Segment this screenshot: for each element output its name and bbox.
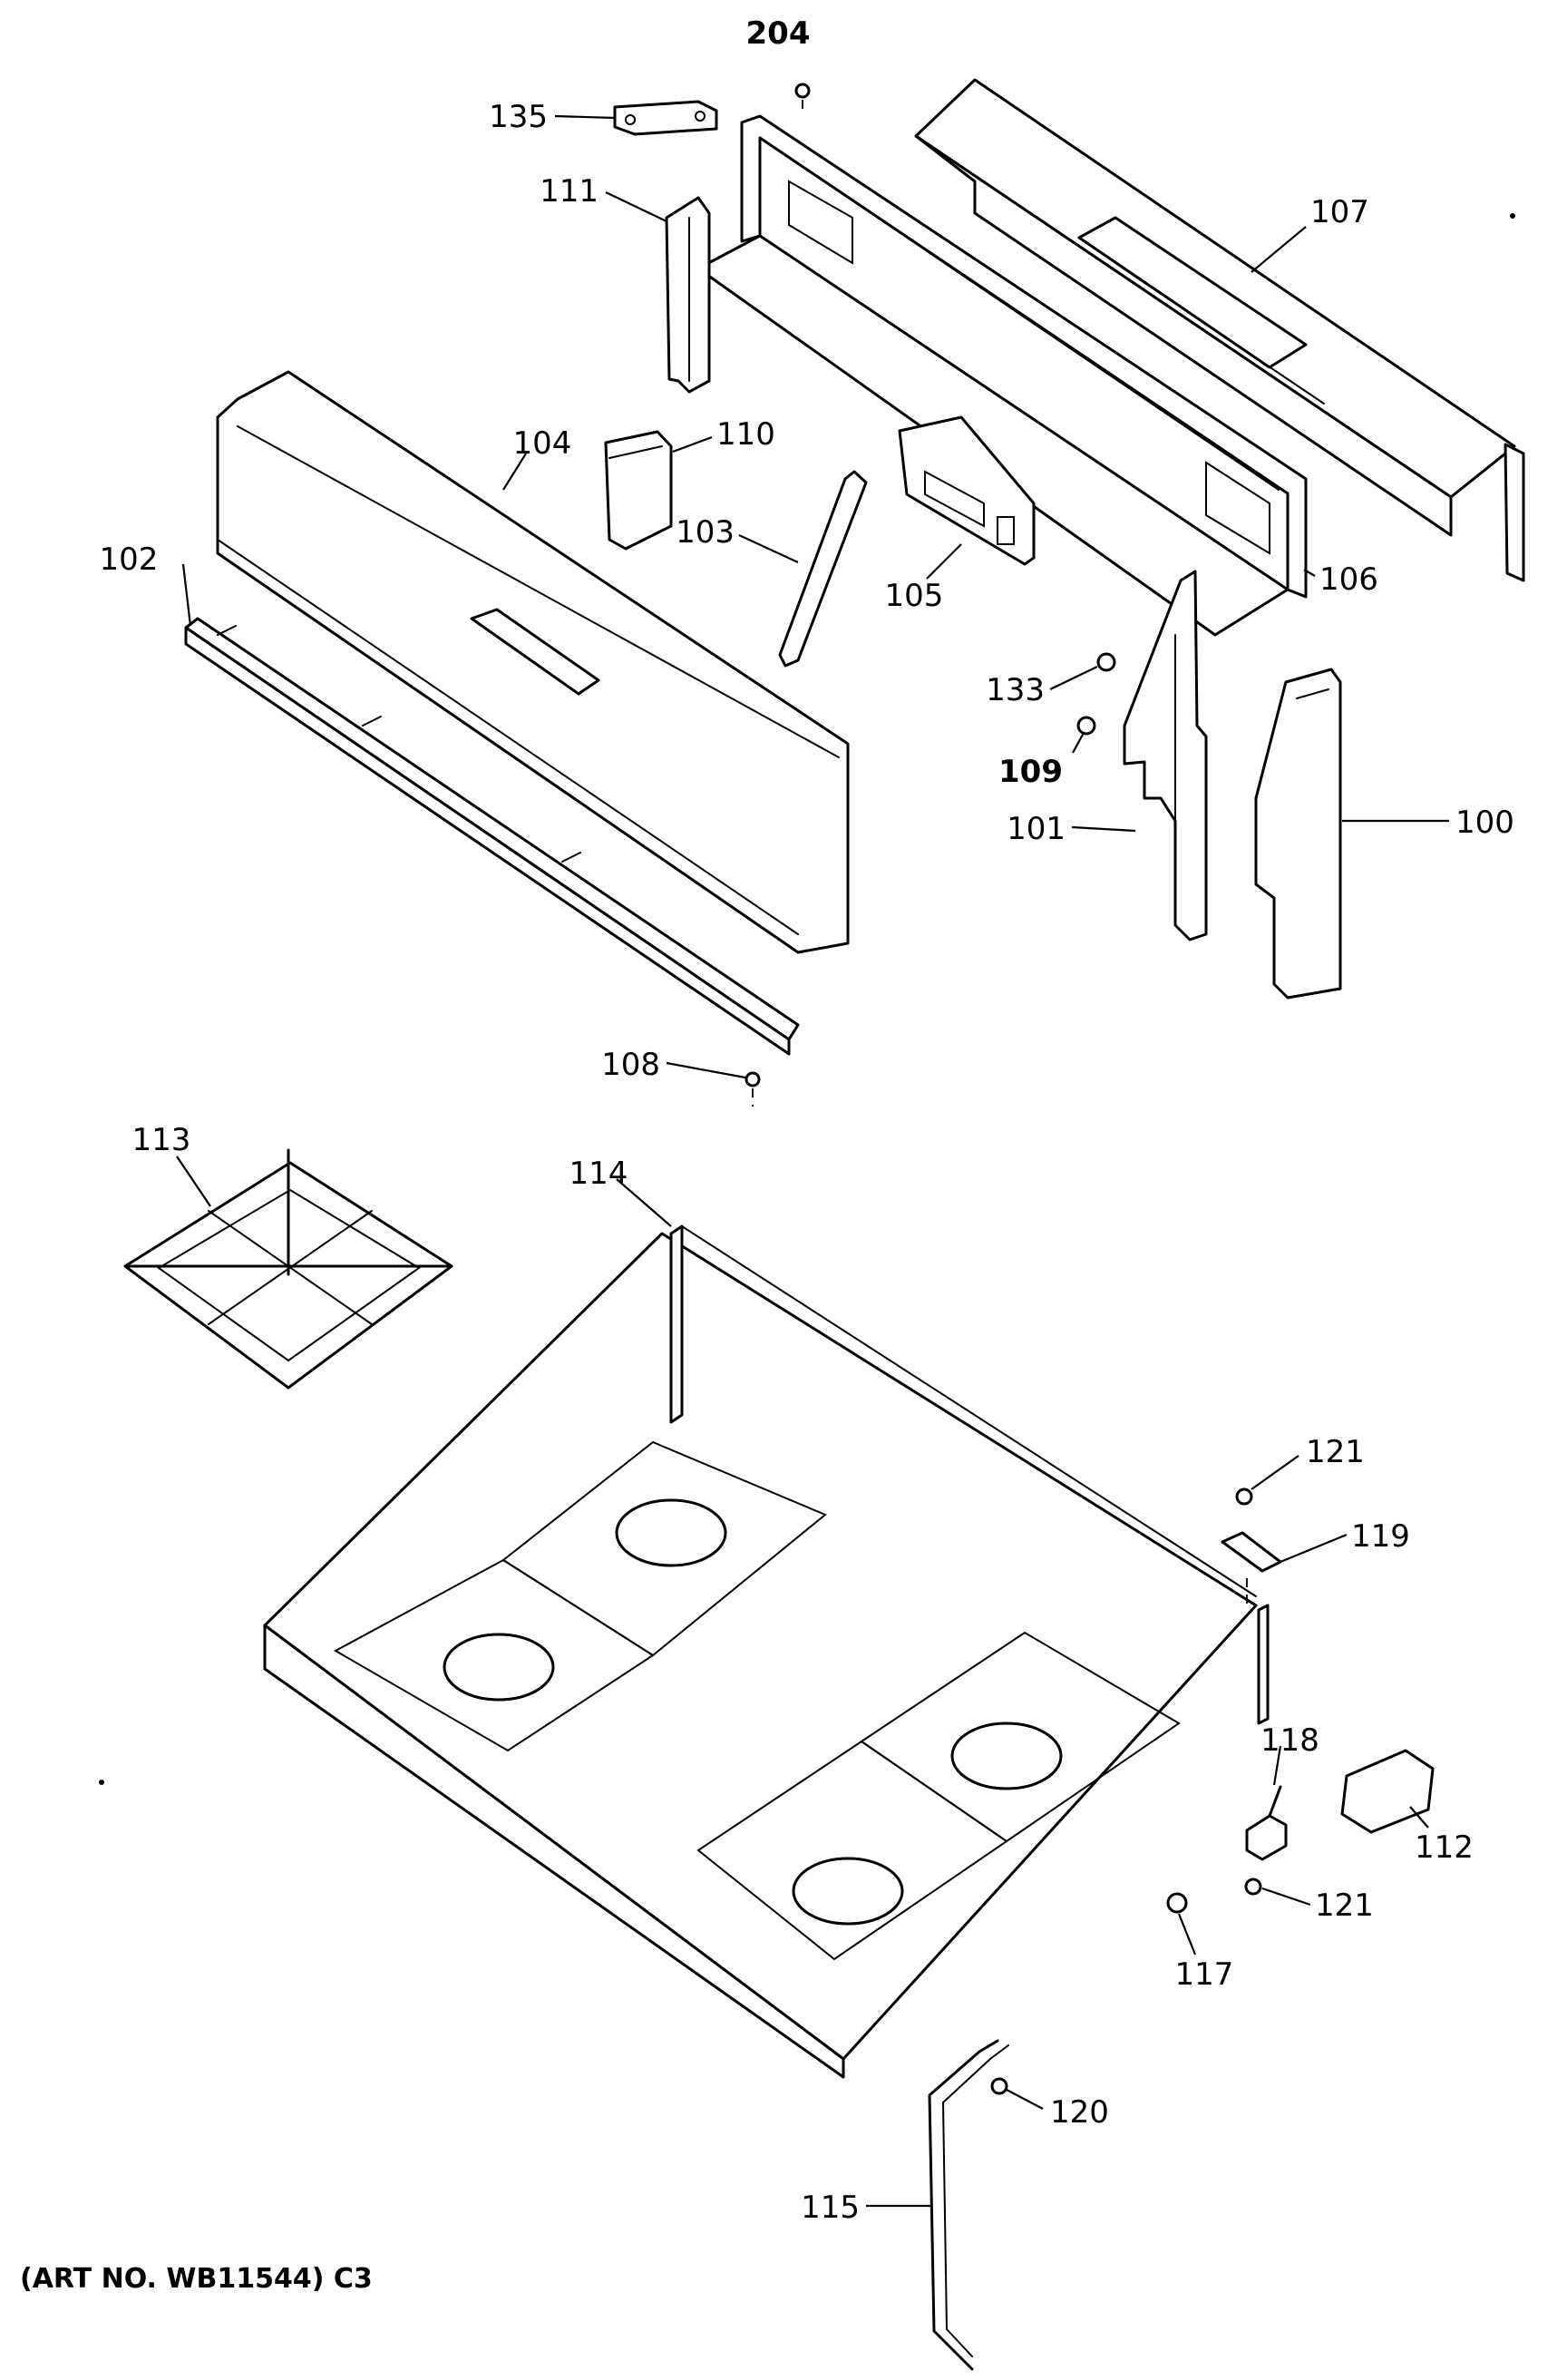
part-120-screw	[990, 2077, 1008, 2095]
part-204-screw	[794, 83, 811, 116]
part-109-nut	[1076, 716, 1096, 736]
part-114-cooktop	[263, 1224, 1270, 2079]
part-117-grommet	[1166, 1892, 1188, 1914]
callout-109: 109	[998, 754, 1063, 790]
part-111-bracket	[665, 196, 711, 394]
leader-lines	[176, 114, 1449, 2208]
callout-114: 114	[569, 1156, 628, 1192]
callout-121-upper: 121	[1306, 1434, 1365, 1470]
part-133-nut	[1096, 652, 1116, 672]
part-102-trim-strip	[184, 617, 800, 1056]
callout-117: 117	[1175, 1956, 1234, 1993]
callout-121-lower: 121	[1315, 1887, 1374, 1924]
callout-107: 107	[1310, 194, 1369, 230]
part-118-bracket	[1245, 1785, 1288, 1861]
callout-110: 110	[716, 416, 775, 453]
callout-119: 119	[1351, 1518, 1410, 1555]
part-112-hinge	[1340, 1749, 1435, 1834]
part-105-clock-timer	[898, 415, 1036, 566]
part-135-clip	[613, 100, 718, 136]
part-101-side-bracket	[1123, 570, 1208, 941]
art-number-caption: (ART NO. WB11544) C3	[20, 2263, 373, 2295]
callout-labels: 204 135 111 107 110 104 102 103 105 106 …	[100, 15, 1514, 2226]
part-100-end-cap	[1254, 668, 1342, 1000]
callout-100: 100	[1455, 805, 1514, 841]
callout-135: 135	[489, 99, 548, 135]
callout-104: 104	[513, 425, 572, 462]
callout-120: 120	[1050, 2094, 1109, 2131]
callout-102: 102	[100, 541, 159, 578]
part-121-screw-lower	[1244, 1878, 1262, 1896]
callout-103: 103	[676, 514, 735, 551]
part-113-burner-grate	[123, 1148, 453, 1390]
part-107-top-cover	[914, 78, 1525, 582]
callout-111: 111	[540, 173, 599, 210]
callout-133: 133	[986, 672, 1045, 708]
callout-115: 115	[801, 2190, 860, 2226]
stray-dots	[99, 213, 1515, 1785]
part-103-bracket	[778, 470, 868, 668]
callout-106: 106	[1319, 561, 1378, 598]
callout-101: 101	[1007, 811, 1066, 847]
part-110-transformer	[604, 430, 673, 551]
callout-112: 112	[1415, 1829, 1474, 1866]
part-121-screw-upper	[1235, 1488, 1253, 1506]
part-115-support-rod	[928, 2039, 1009, 2371]
part-104-control-panel	[216, 370, 850, 954]
callout-105: 105	[885, 578, 944, 614]
callout-118: 118	[1260, 1722, 1319, 1759]
callout-113: 113	[132, 1122, 191, 1158]
part-106-back-panel	[696, 114, 1308, 637]
part-108-screw	[745, 1071, 761, 1107]
callout-204: 204	[746, 15, 811, 52]
callout-108: 108	[601, 1047, 660, 1083]
